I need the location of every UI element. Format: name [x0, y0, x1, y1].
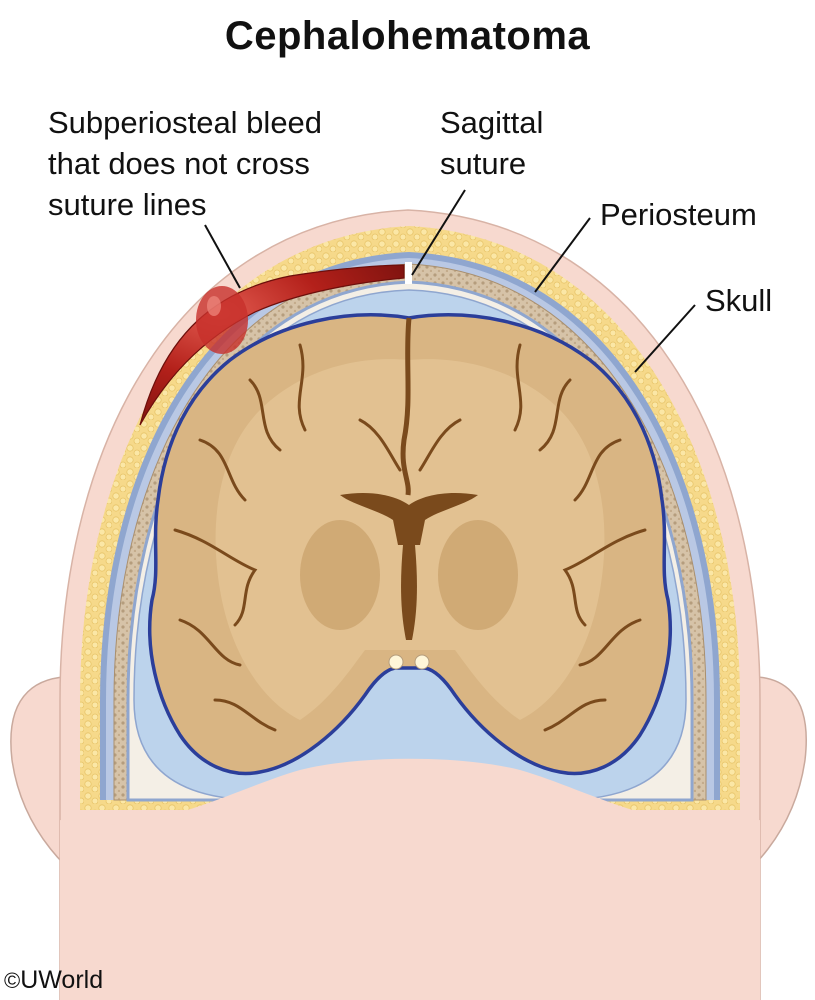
label-subperiosteal-bleed: Subperiosteal bleed that does not cross … [48, 102, 378, 225]
label-subperiosteal-bleed-line1: Subperiosteal bleed [48, 105, 323, 140]
sulci [173, 343, 647, 732]
label-sagittal-suture-line2: suture [440, 146, 527, 181]
copyright: ©UWorld [4, 966, 103, 995]
longitudinal-fissure [400, 317, 412, 496]
leader-sagittal-suture [411, 189, 466, 276]
leader-subperiosteal-bleed [204, 224, 241, 289]
label-subperiosteal-bleed-line3: suture lines [48, 187, 207, 222]
label-periosteum: Periosteum [600, 197, 757, 232]
third-ventricle [401, 545, 417, 640]
leader-lines [204, 189, 696, 373]
sagittal-suture-gap [405, 262, 412, 284]
copyright-brand: UWorld [20, 966, 104, 994]
leader-skull [634, 304, 696, 373]
right-basal-ganglia [438, 520, 518, 630]
label-sagittal-suture: Sagittal suture [440, 102, 590, 184]
leader-periosteum [534, 217, 591, 293]
label-subperiosteal-bleed-line2: that does not cross [48, 146, 310, 181]
label-sagittal-suture-line1: Sagittal [440, 105, 544, 140]
lower-face-skin [60, 758, 760, 1000]
lateral-ventricles [340, 493, 478, 545]
left-basal-ganglia [300, 520, 380, 630]
copyright-symbol: © [4, 968, 21, 993]
label-skull: Skull [705, 283, 773, 318]
diagram-title: Cephalohematoma [224, 14, 591, 58]
